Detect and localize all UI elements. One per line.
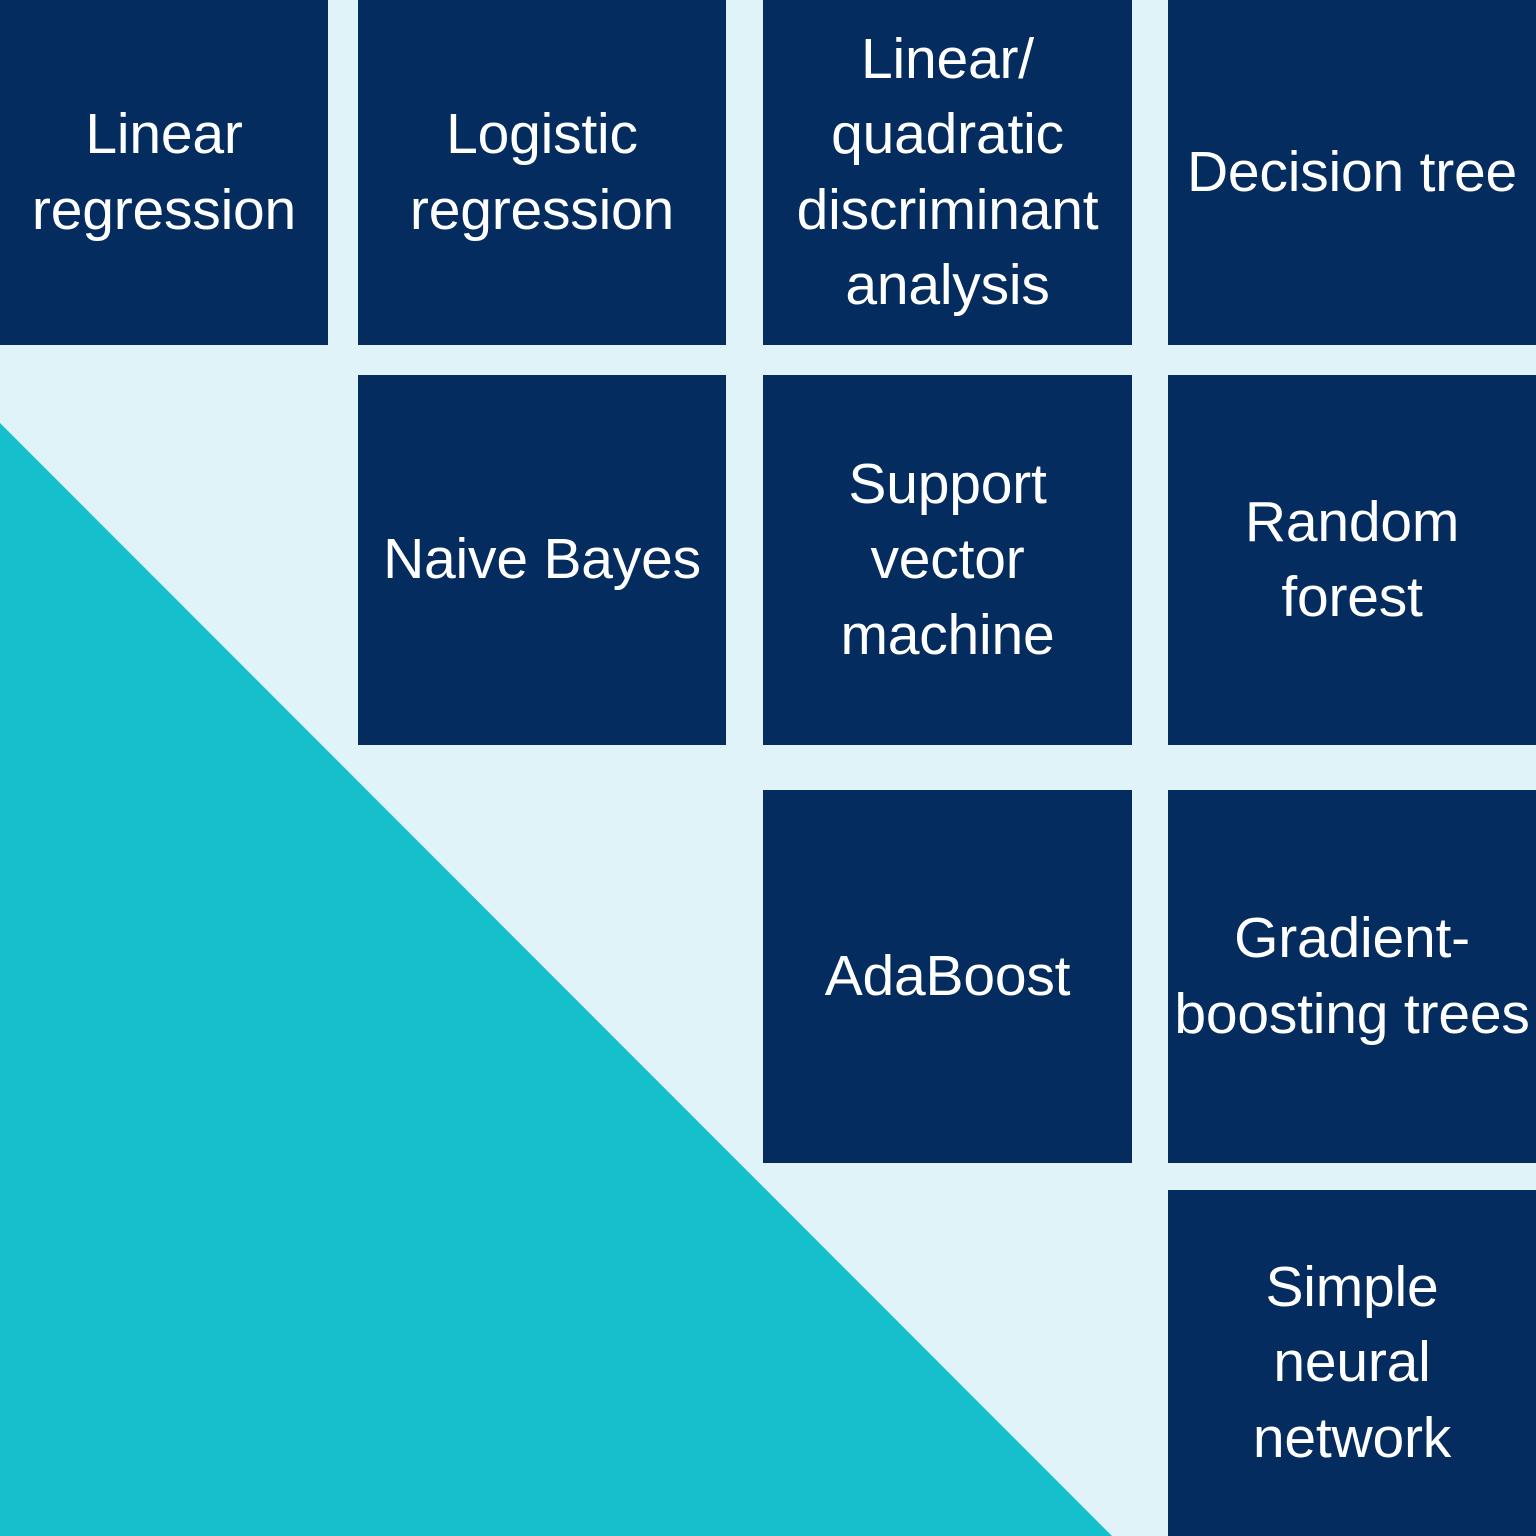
tile-label: Logistic regression	[409, 102, 675, 242]
tile-adaboost[interactable]: AdaBoost	[763, 790, 1132, 1163]
tile-simple-neural-network[interactable]: Simple neural network	[1168, 1190, 1536, 1536]
tile-label: Linear/ quadratic discriminant analysis	[796, 27, 1099, 317]
tile-label: Linear regression	[31, 102, 297, 242]
tile-label: Random forest	[1244, 489, 1460, 629]
tile-logistic-regression[interactable]: Logistic regression	[358, 0, 726, 345]
tile-naive-bayes[interactable]: Naive Bayes	[358, 375, 726, 745]
tile-label: Gradient- boosting trees	[1174, 906, 1530, 1046]
tile-gradient-boosting-trees[interactable]: Gradient- boosting trees	[1168, 790, 1536, 1163]
tile-linear-quadratic-discriminant-analysis[interactable]: Linear/ quadratic discriminant analysis	[763, 0, 1132, 345]
tile-linear-regression[interactable]: Linear regression	[0, 0, 328, 345]
tile-label: Simple neural network	[1252, 1255, 1452, 1470]
tile-label: Support vector machine	[840, 452, 1055, 667]
tile-random-forest[interactable]: Random forest	[1168, 375, 1536, 745]
tile-decision-tree[interactable]: Decision tree	[1168, 0, 1536, 345]
tile-label: Decision tree	[1186, 139, 1518, 204]
tile-label: Naive Bayes	[383, 527, 701, 592]
tile-support-vector-machine[interactable]: Support vector machine	[763, 375, 1132, 745]
tile-label: AdaBoost	[824, 943, 1071, 1008]
